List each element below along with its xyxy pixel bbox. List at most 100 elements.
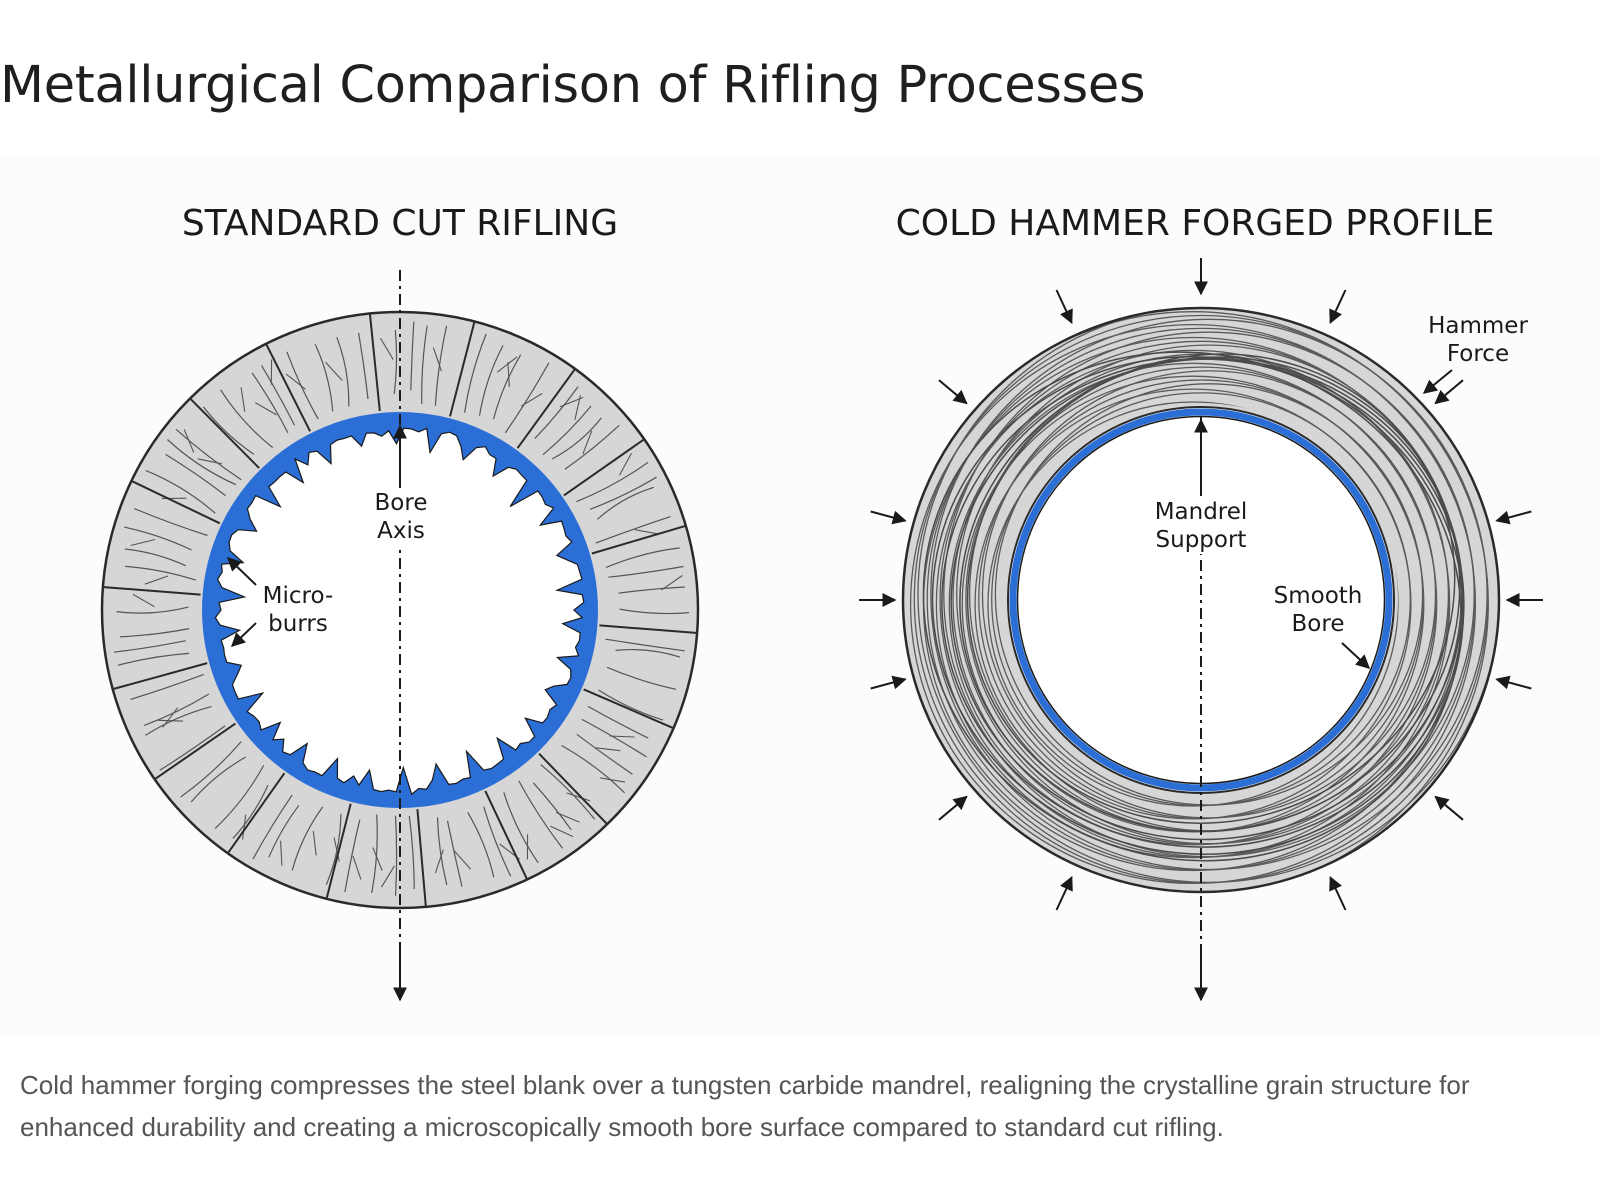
grain-branch-line — [132, 593, 155, 608]
grain-fracture-line — [159, 725, 226, 771]
grain-fracture-line — [464, 333, 487, 413]
grain-fracture-line — [133, 507, 208, 537]
hammer-force-label-line1: Hammer — [1428, 313, 1528, 339]
grain-branch-line — [496, 356, 518, 373]
grain-fracture-line — [581, 718, 647, 758]
grain-fracture-line — [145, 470, 216, 514]
grain-sector-boundary — [538, 753, 608, 825]
mandrel-label-backdrop — [1148, 496, 1254, 554]
grain-branch-line — [242, 814, 247, 840]
grain-fracture-line — [166, 439, 237, 486]
micro-burrs-arrow-lower — [230, 622, 257, 647]
grain-branch-line — [333, 837, 340, 862]
hammer-force-arrow — [1329, 876, 1347, 911]
grain-branch-line — [619, 452, 632, 476]
smooth-bore-surface-ring — [1009, 408, 1393, 792]
grain-fracture-line — [540, 764, 596, 820]
smooth-bore-arrow — [1341, 642, 1371, 669]
grain-fracture-line — [116, 606, 189, 614]
micro-burrs-label-line2: burrs — [268, 611, 328, 637]
comparison-figure: STANDARD CUT RIFLING Bore Axis Micro- bu… — [0, 158, 1600, 1038]
grain-branch-line — [595, 747, 621, 752]
grain-fracture-line — [393, 330, 398, 394]
cut-rifling-heading: STANDARD CUT RIFLING — [182, 203, 618, 244]
grain-branch-line — [325, 361, 343, 381]
grain-sector-boundary — [265, 344, 311, 432]
grain-branch-line — [600, 777, 626, 783]
grain-branch-line — [609, 735, 635, 738]
micro-burrs-arrow-upper — [226, 557, 257, 586]
grain-fracture-line — [117, 652, 190, 666]
grain-fracture-line — [467, 811, 495, 878]
comparison-diagram-svg: STANDARD CUT RIFLING Bore Axis Micro- bu… — [100, 203, 1543, 1002]
grain-fracture-line — [220, 389, 274, 449]
grain-sector-boundary — [416, 809, 427, 906]
hammer-forged-heading: COLD HAMMER FORGED PROFILE — [896, 203, 1495, 244]
grain-sector-boundary — [449, 322, 476, 417]
hammer-force-arrow — [938, 795, 968, 821]
grain-sector-boundary — [154, 722, 236, 780]
grain-fracture-line — [576, 733, 633, 775]
grain-fracture-line — [542, 405, 592, 456]
grain-branch-line — [197, 458, 222, 465]
hammer-forged-diagram: COLD HAMMER FORGED PROFILE Mandrel Suppo… — [859, 203, 1543, 1002]
grain-fracture-line — [446, 820, 463, 887]
grain-fracture-line — [214, 765, 265, 829]
grain-fracture-line — [119, 628, 190, 638]
grain-branch-line — [380, 337, 394, 360]
grain-branch-line — [144, 575, 169, 585]
grain-sector-boundary — [103, 586, 201, 596]
grain-fracture-line — [394, 815, 398, 896]
bore-axis-label-backdrop — [366, 488, 436, 546]
grain-sector-boundary — [227, 772, 286, 853]
grain-sector-boundary — [113, 662, 208, 690]
forged-barrel-outer-wall — [901, 306, 1501, 894]
grain-branch-line — [582, 430, 593, 455]
smooth-bore-label-line2: Bore — [1292, 611, 1345, 637]
hammer-force-label-line2: Force — [1447, 341, 1509, 367]
grain-fracture-line — [534, 386, 579, 440]
grain-fracture-line — [165, 453, 226, 497]
grain-fracture-line — [589, 476, 657, 510]
page-title: Metallurgical Comparison of Rifling Proc… — [0, 56, 1146, 115]
hammer-force-arrow — [1495, 510, 1532, 525]
mandrel-support-label-line2: Support — [1156, 527, 1247, 553]
grain-fracture-line — [608, 565, 684, 578]
grain-branch-line — [634, 529, 660, 535]
grain-fracture-line — [561, 744, 626, 794]
grain-sector-boundary — [369, 314, 381, 412]
micro-burrs-label-line1: Micro- — [263, 583, 334, 609]
grain-fracture-line — [587, 705, 649, 739]
aligned-grain-flow-lines — [903, 308, 1499, 892]
grain-branch-line — [453, 850, 472, 870]
mandrel-support-label-line1: Mandrel — [1155, 499, 1248, 525]
grain-fracture-line — [202, 406, 255, 455]
grain-fracture-line — [113, 640, 186, 653]
grain-fracture-line — [421, 325, 428, 404]
grain-fracture-line — [145, 706, 212, 736]
grain-branch-line — [312, 830, 317, 856]
grain-fracture-line — [492, 354, 522, 420]
grain-fracture-line — [336, 336, 350, 407]
grain-fracture-line — [615, 648, 681, 658]
grain-flow-line — [917, 308, 1499, 884]
grain-fracture-line — [358, 332, 369, 400]
hammer-force-arrow — [1434, 795, 1464, 821]
grain-fracture-line — [504, 362, 550, 434]
grain-flow-line — [903, 311, 1489, 892]
hammer-force-arrow — [1055, 876, 1073, 911]
hammer-force-arrow — [1055, 289, 1073, 324]
hammer-force-arrow — [1434, 379, 1464, 405]
grain-fracture-line — [408, 816, 415, 890]
grain-fracture-line — [124, 526, 192, 551]
grain-branch-line — [280, 840, 283, 866]
grain-fracture-line — [503, 792, 539, 864]
grain-branch-line — [432, 347, 442, 372]
grain-fracture-line — [143, 693, 210, 726]
grain-fracture-line — [130, 673, 204, 700]
grain-fracture-line — [268, 804, 300, 858]
grain-branch-line — [434, 849, 444, 874]
fractured-grain-structure — [113, 321, 690, 896]
grain-branch-line — [352, 855, 362, 880]
grain-fracture-line — [180, 741, 242, 798]
